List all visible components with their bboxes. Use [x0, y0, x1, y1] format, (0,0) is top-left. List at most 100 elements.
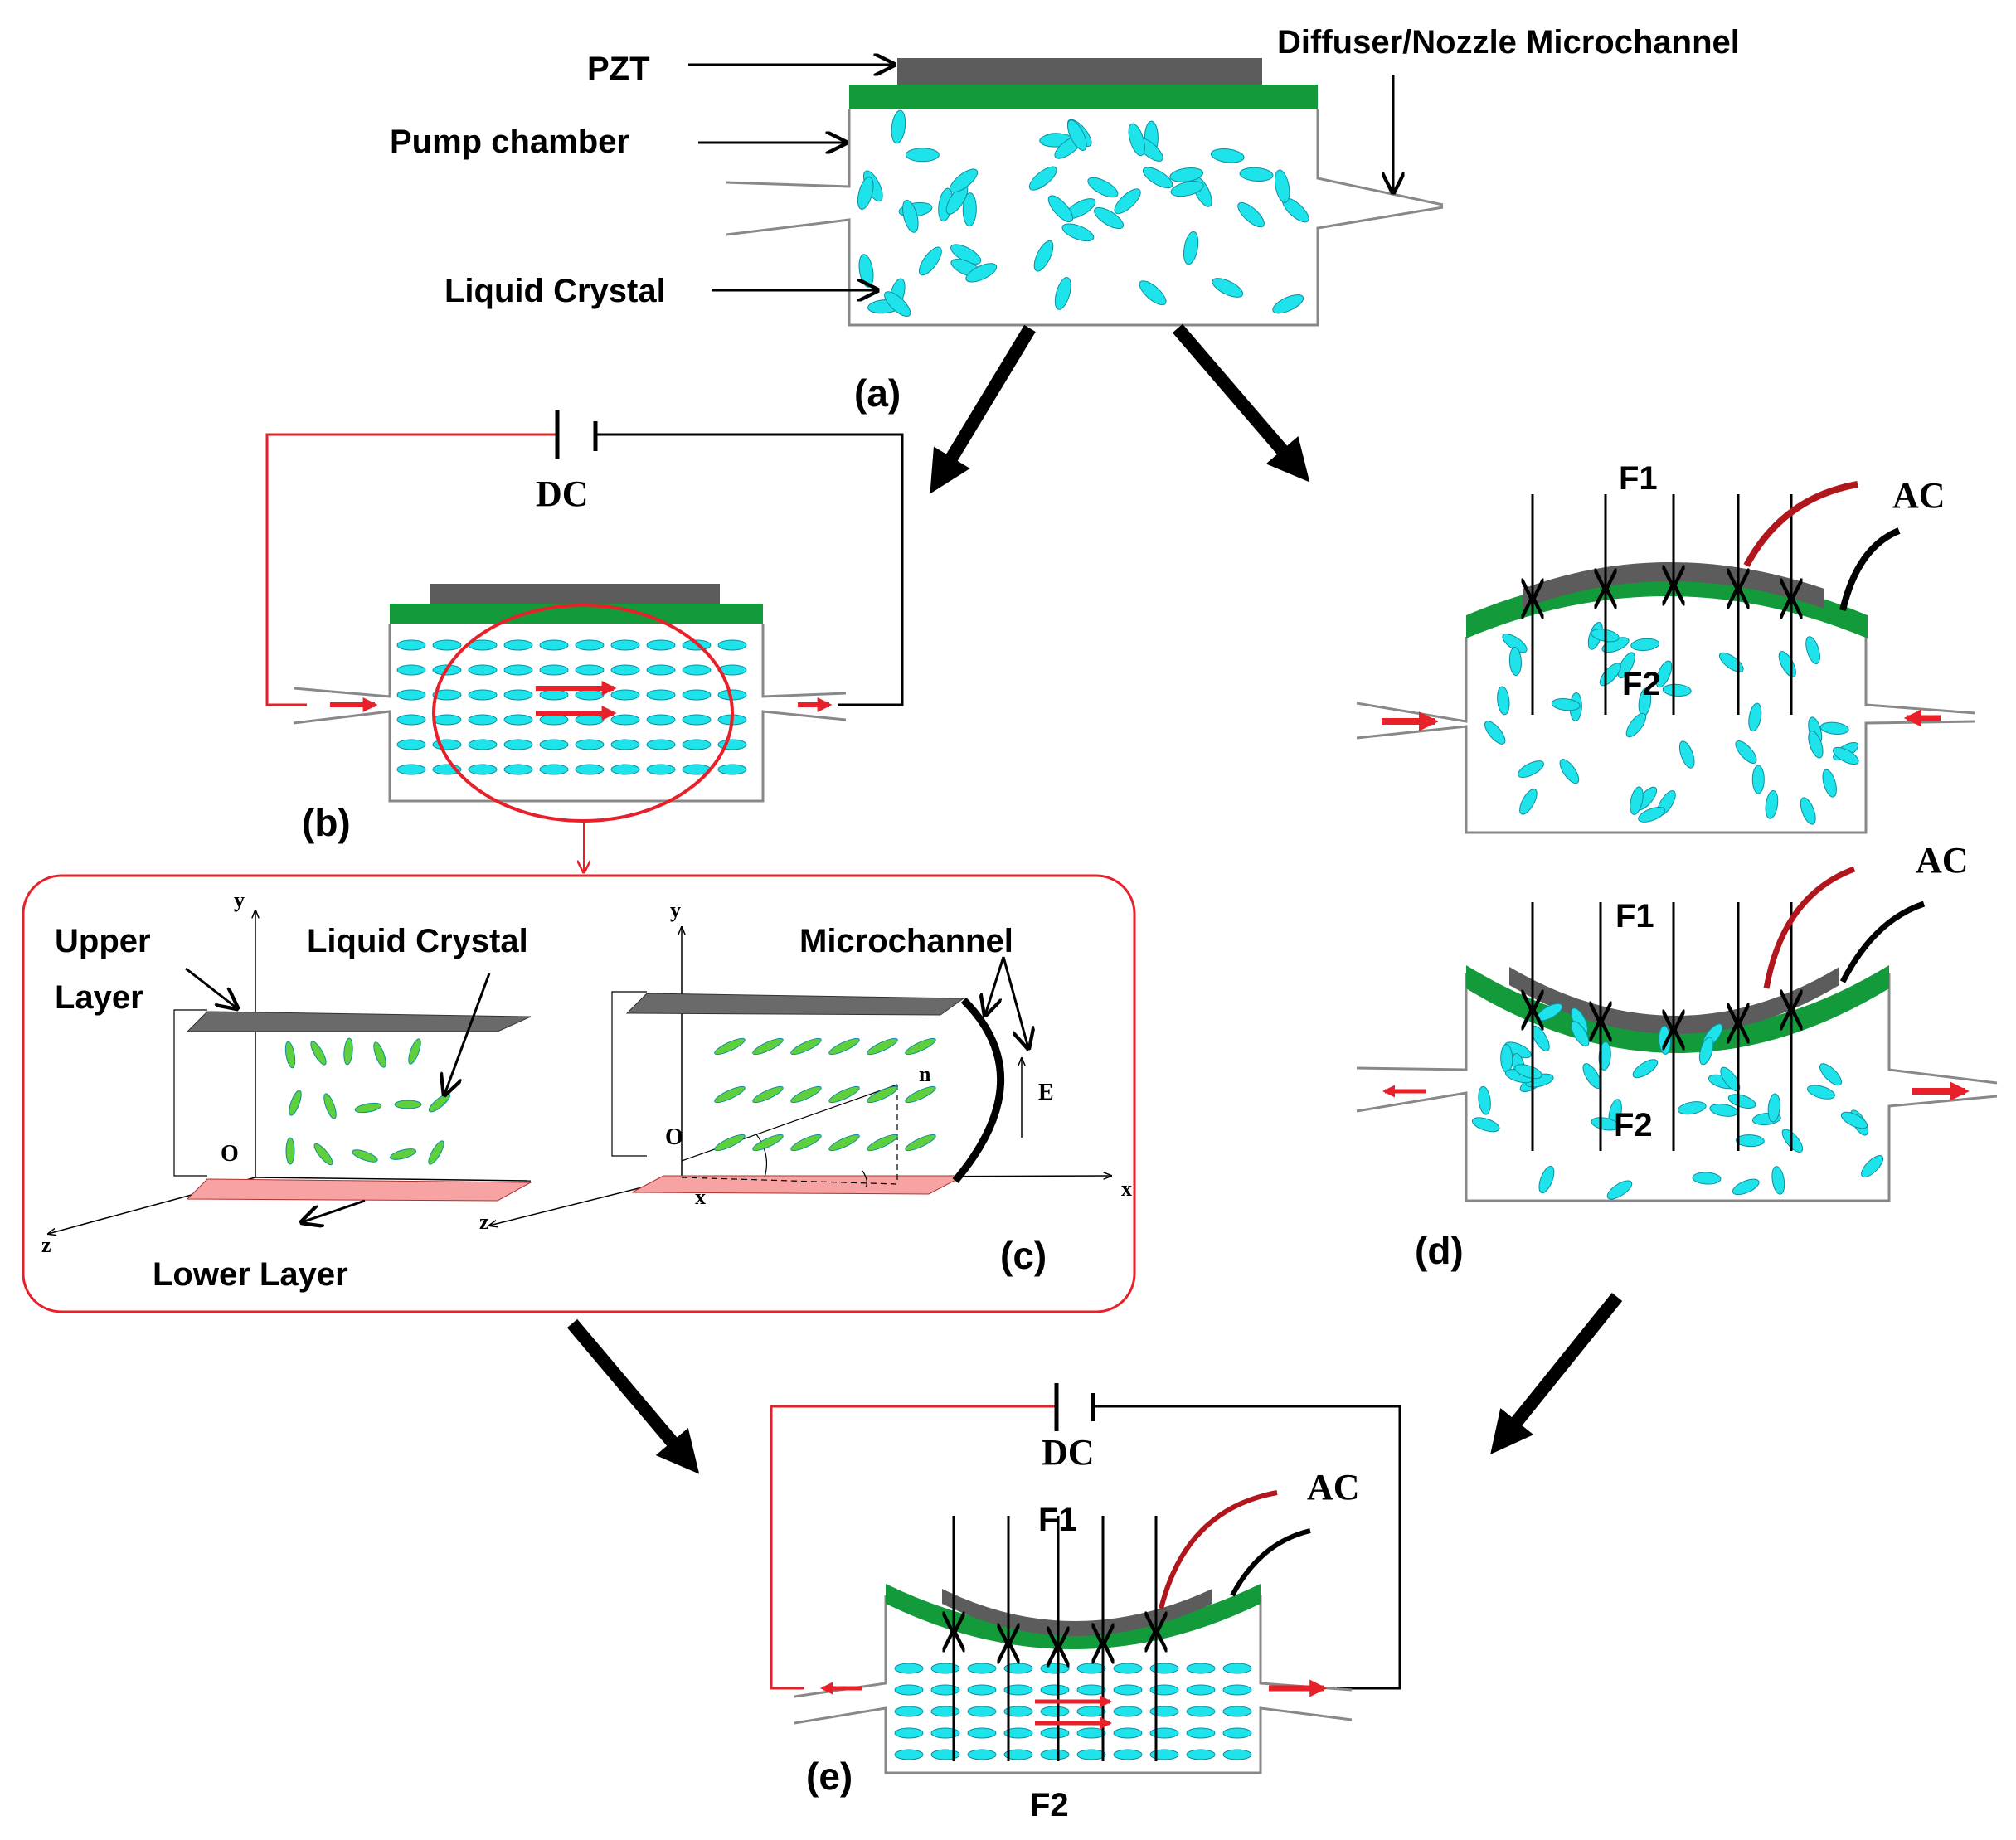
- lc-molecule: [1113, 1749, 1143, 1760]
- lc-molecule: [1819, 1063, 1842, 1086]
- lower-layer-pointer: [302, 1199, 366, 1222]
- phi-arc: [862, 1170, 867, 1188]
- lc-molecule: [1149, 1663, 1179, 1674]
- lc-molecule: [1094, 206, 1124, 230]
- lc-molecule: [1149, 1727, 1179, 1739]
- lc-molecule: [828, 1134, 860, 1152]
- caption-b: (b): [302, 801, 351, 844]
- lc-molecule: [828, 1085, 860, 1104]
- lc-molecule: [790, 1134, 822, 1152]
- microchannel-pointer-2: [1002, 956, 1028, 1048]
- lc-molecule: [714, 1134, 746, 1152]
- panel-b: DC (b): [265, 410, 904, 872]
- ac-wire-black-d2: [1839, 901, 1926, 983]
- lc-molecule: [1698, 1037, 1714, 1066]
- lc-molecule: [1735, 1134, 1765, 1148]
- lc-molecule: [323, 1093, 337, 1119]
- lc-molecule: [905, 148, 940, 163]
- lc-molecule: [1113, 1706, 1143, 1717]
- lc-molecule: [1003, 1684, 1033, 1696]
- ac-wire-black-e: [1230, 1528, 1311, 1597]
- lc-molecule: [1748, 702, 1762, 732]
- panel-c-frame: [22, 874, 1136, 1313]
- lc-molecule: [1040, 1706, 1070, 1717]
- lc-pointer-c: [444, 973, 491, 1095]
- lc-molecule: [394, 1100, 422, 1109]
- dc-wire-black-e: [1093, 1405, 1401, 1690]
- lc-molecule: [867, 1085, 898, 1104]
- n-label: n: [919, 1062, 931, 1086]
- lc-molecule: [646, 764, 676, 775]
- lower-plate-right: [631, 1175, 964, 1195]
- lc-molecule: [1559, 759, 1580, 784]
- lower-layer-plate: [186, 1178, 532, 1202]
- lc-molecule: [1149, 1684, 1179, 1696]
- lc-molecule: [1767, 1093, 1780, 1123]
- diffuser-nozzle-label: Diffuser/Nozzle Microchannel: [1277, 24, 1740, 61]
- lc-molecule: [1237, 201, 1265, 228]
- pump-chamber-outline: [726, 109, 1444, 327]
- lc-molecule: [1040, 1749, 1070, 1760]
- lc-molecule: [1807, 1085, 1835, 1100]
- lc-molecule: [1186, 1706, 1216, 1717]
- lc-molecule: [1274, 169, 1290, 203]
- liquid-crystal-label-c: Liquid Crystal: [307, 923, 528, 959]
- lc-molecule: [1630, 638, 1660, 652]
- f1-label-d1: F1: [1619, 460, 1658, 497]
- lc-molecule: [1222, 1727, 1252, 1739]
- lc-molecule: [289, 1090, 302, 1116]
- axis-x-under: x: [695, 1185, 706, 1209]
- microchannel-pointer-1: [985, 956, 1005, 1015]
- lc-molecule: [1606, 1180, 1633, 1200]
- lc-molecule: [858, 254, 874, 288]
- upper-layer-pointer: [185, 967, 237, 1008]
- lc-molecule: [1500, 1044, 1513, 1073]
- liquid-crystal-label: Liquid Crystal: [444, 273, 666, 309]
- lc-molecule: [1047, 195, 1074, 222]
- lc-molecule: [967, 1684, 997, 1696]
- lc-molecule: [1638, 806, 1666, 823]
- lc-molecule: [575, 689, 605, 701]
- lc-molecule: [1087, 177, 1119, 198]
- lc-molecule: [1632, 1059, 1659, 1079]
- lc-molecule: [1142, 167, 1173, 189]
- x-axis-left: [255, 1177, 532, 1182]
- lc-molecule: [1149, 1749, 1179, 1760]
- ac-label-d1: AC: [1892, 475, 1946, 516]
- lc-molecule: [1822, 769, 1837, 798]
- projection-dashed: [681, 1177, 898, 1185]
- lc-molecule: [1076, 1749, 1106, 1760]
- lc-molecule: [790, 1037, 822, 1056]
- panel-e: DC F1 F2 AC (e): [770, 1383, 1401, 1823]
- lc-molecule: [682, 739, 712, 750]
- lc-molecule: [894, 1706, 924, 1717]
- lc-molecule: [1054, 277, 1071, 310]
- lc-molecule: [1239, 167, 1274, 182]
- panel-d: F1 F2 AC F1 F2 AC (d): [1356, 460, 1998, 1272]
- lc-molecule: [1819, 721, 1849, 735]
- lc-molecule: [428, 1140, 444, 1165]
- lc-molecule: [1076, 1727, 1106, 1739]
- lc-molecule: [891, 109, 906, 144]
- lc-molecule: [1800, 797, 1816, 825]
- lc-molecule: [1212, 278, 1244, 298]
- lc-molecule: [1210, 148, 1245, 163]
- lc-molecule: [539, 639, 569, 651]
- dc-wire-red: [265, 433, 557, 706]
- f1-label-e: F1: [1038, 1502, 1077, 1538]
- lc-molecule: [610, 739, 640, 750]
- lc-molecule: [1114, 188, 1141, 215]
- lc-molecule: [646, 639, 676, 651]
- lc-molecule: [790, 1085, 822, 1104]
- force-arrows-d1: [1533, 494, 1791, 715]
- chamber-outline-d2: [1356, 973, 1998, 1202]
- lc-molecule: [967, 1727, 997, 1739]
- dc-wire-black: [595, 433, 904, 706]
- lc-molecule: [1183, 231, 1199, 265]
- lc-molecule: [894, 1727, 924, 1739]
- lc-molecule: [432, 714, 462, 726]
- lc-molecule: [373, 1041, 386, 1068]
- lc-molecule: [1771, 1166, 1785, 1195]
- lc-molecule: [343, 1037, 353, 1066]
- lc-molecule: [930, 1749, 960, 1760]
